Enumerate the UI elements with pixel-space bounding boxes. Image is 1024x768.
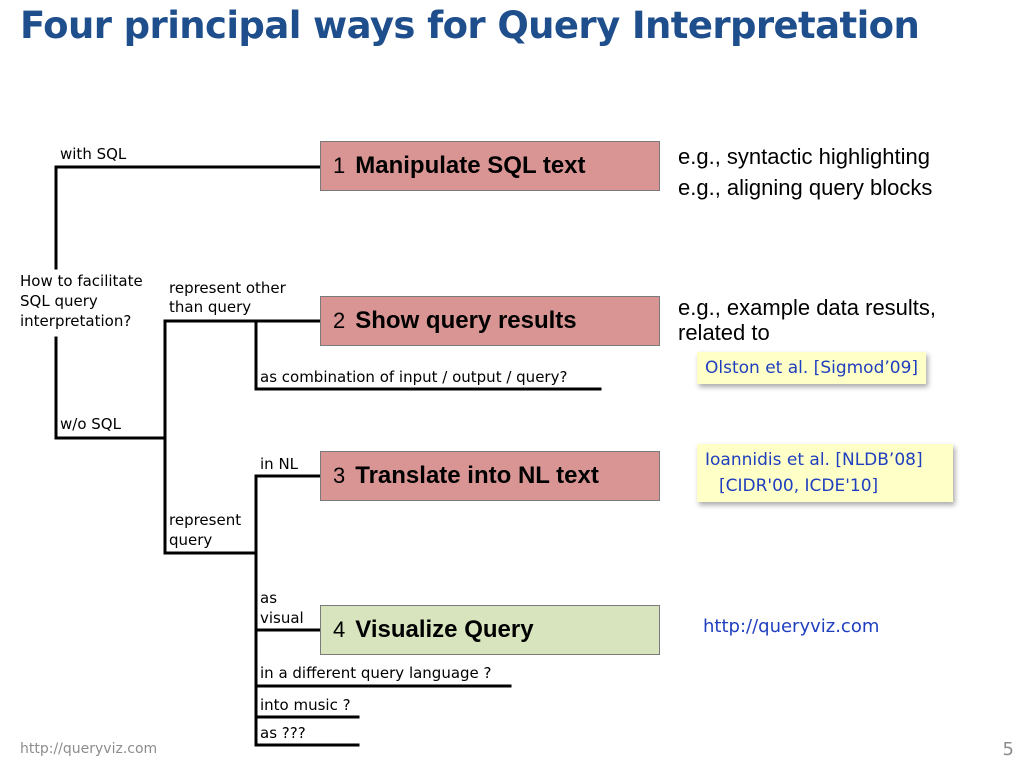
box-manipulate-sql: 1 Manipulate SQL text	[320, 141, 660, 191]
root-question-line2: SQL query	[20, 292, 98, 310]
example-data-results: e.g., example data results,	[678, 295, 937, 320]
as-visual-line2: visual	[260, 609, 304, 627]
example-aligning: e.g., aligning query blocks	[678, 175, 933, 200]
box-label: Visualize Query	[355, 616, 534, 643]
olston-citation-note: Olston et al. [Sigmod’09]	[697, 352, 927, 384]
in-nl-label: in NL	[260, 455, 299, 473]
box-number: 2	[333, 308, 346, 333]
olston-citation: Olston et al. [Sigmod’09]	[705, 358, 919, 378]
box-label: Translate into NL text	[355, 462, 599, 489]
root-question-line3: interpretation?	[20, 312, 132, 330]
ioannidis-citation-line1: Ioannidis et al. [NLDB’08]	[705, 450, 923, 470]
as-unknown-label: as ???	[260, 724, 306, 742]
root-question-line1: How to facilitate	[20, 272, 143, 290]
box-translate-nl: 3 Translate into NL text	[320, 451, 660, 501]
box-visualize-query: 4 Visualize Query	[320, 605, 660, 655]
box-show-results: 2 Show query results	[320, 296, 660, 346]
represent-other-line1: represent other	[169, 279, 286, 297]
example-related-to: related to	[678, 320, 770, 345]
ioannidis-citation-line2: [CIDR'00, ICDE'10]	[719, 476, 879, 496]
box-number: 1	[333, 153, 346, 178]
represent-other-line2: than query	[169, 298, 252, 316]
as-visual-line1: as	[260, 589, 278, 607]
box-number: 4	[333, 617, 346, 642]
box-number: 3	[333, 463, 346, 488]
different-language-label: in a different query language ?	[260, 664, 492, 682]
footer-url: http://queryviz.com	[20, 741, 158, 757]
example-highlighting: e.g., syntactic highlighting	[678, 144, 930, 169]
box-label: Manipulate SQL text	[355, 152, 586, 179]
into-music-label: into music ?	[260, 696, 351, 714]
with-sql-label: with SQL	[60, 145, 127, 163]
box-label: Show query results	[355, 307, 577, 334]
queryviz-link[interactable]: http://queryviz.com	[703, 616, 880, 637]
represent-query-line2: query	[169, 531, 213, 549]
represent-query-line1: represent	[169, 511, 242, 529]
as-combination-label: as combination of input / output / query…	[260, 368, 568, 386]
ioannidis-citation-note: Ioannidis et al. [NLDB’08] [CIDR'00, ICD…	[697, 444, 953, 502]
wo-sql-label: w/o SQL	[60, 415, 121, 433]
page-title: Four principal ways for Query Interpreta…	[20, 4, 920, 47]
page-number: 5	[1002, 739, 1014, 760]
